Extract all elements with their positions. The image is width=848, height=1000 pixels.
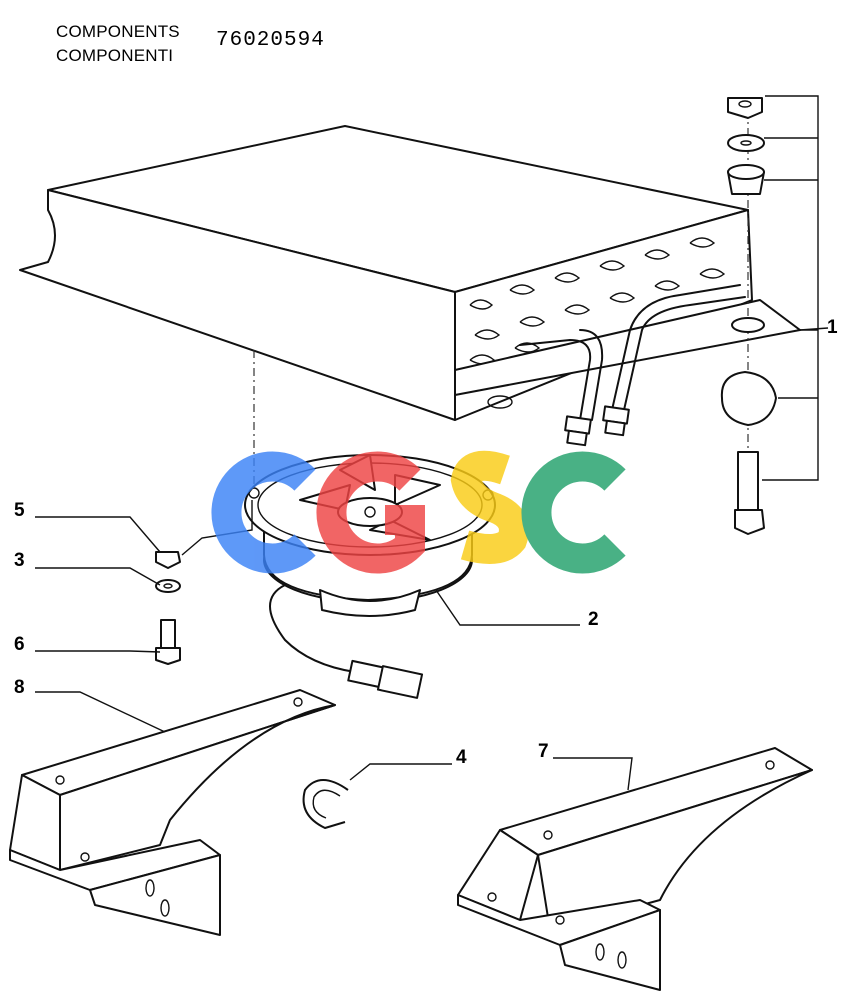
nut-washer-screw bbox=[155, 500, 253, 665]
callout-2: 2 bbox=[588, 609, 599, 630]
bracket-left bbox=[9, 689, 336, 936]
header-title-en: COMPONENTS bbox=[56, 22, 180, 41]
evaporator-unit bbox=[19, 125, 801, 447]
callout-5: 5 bbox=[14, 500, 25, 521]
callout-7: 7 bbox=[538, 741, 549, 762]
callout-1: 1 bbox=[827, 317, 838, 338]
bracket-right bbox=[457, 747, 813, 991]
callout-3: 3 bbox=[14, 550, 25, 571]
hose-clamp bbox=[302, 779, 349, 829]
leader-lines bbox=[35, 327, 829, 791]
callout-8: 8 bbox=[14, 677, 25, 698]
callout-6: 6 bbox=[14, 634, 25, 655]
watermark-logo bbox=[211, 450, 626, 574]
callout-4: 4 bbox=[456, 747, 467, 768]
mounting-hardware-stack bbox=[720, 95, 819, 535]
part-number: 76020594 bbox=[216, 29, 325, 52]
header-title-it: COMPONENTI bbox=[56, 46, 174, 65]
